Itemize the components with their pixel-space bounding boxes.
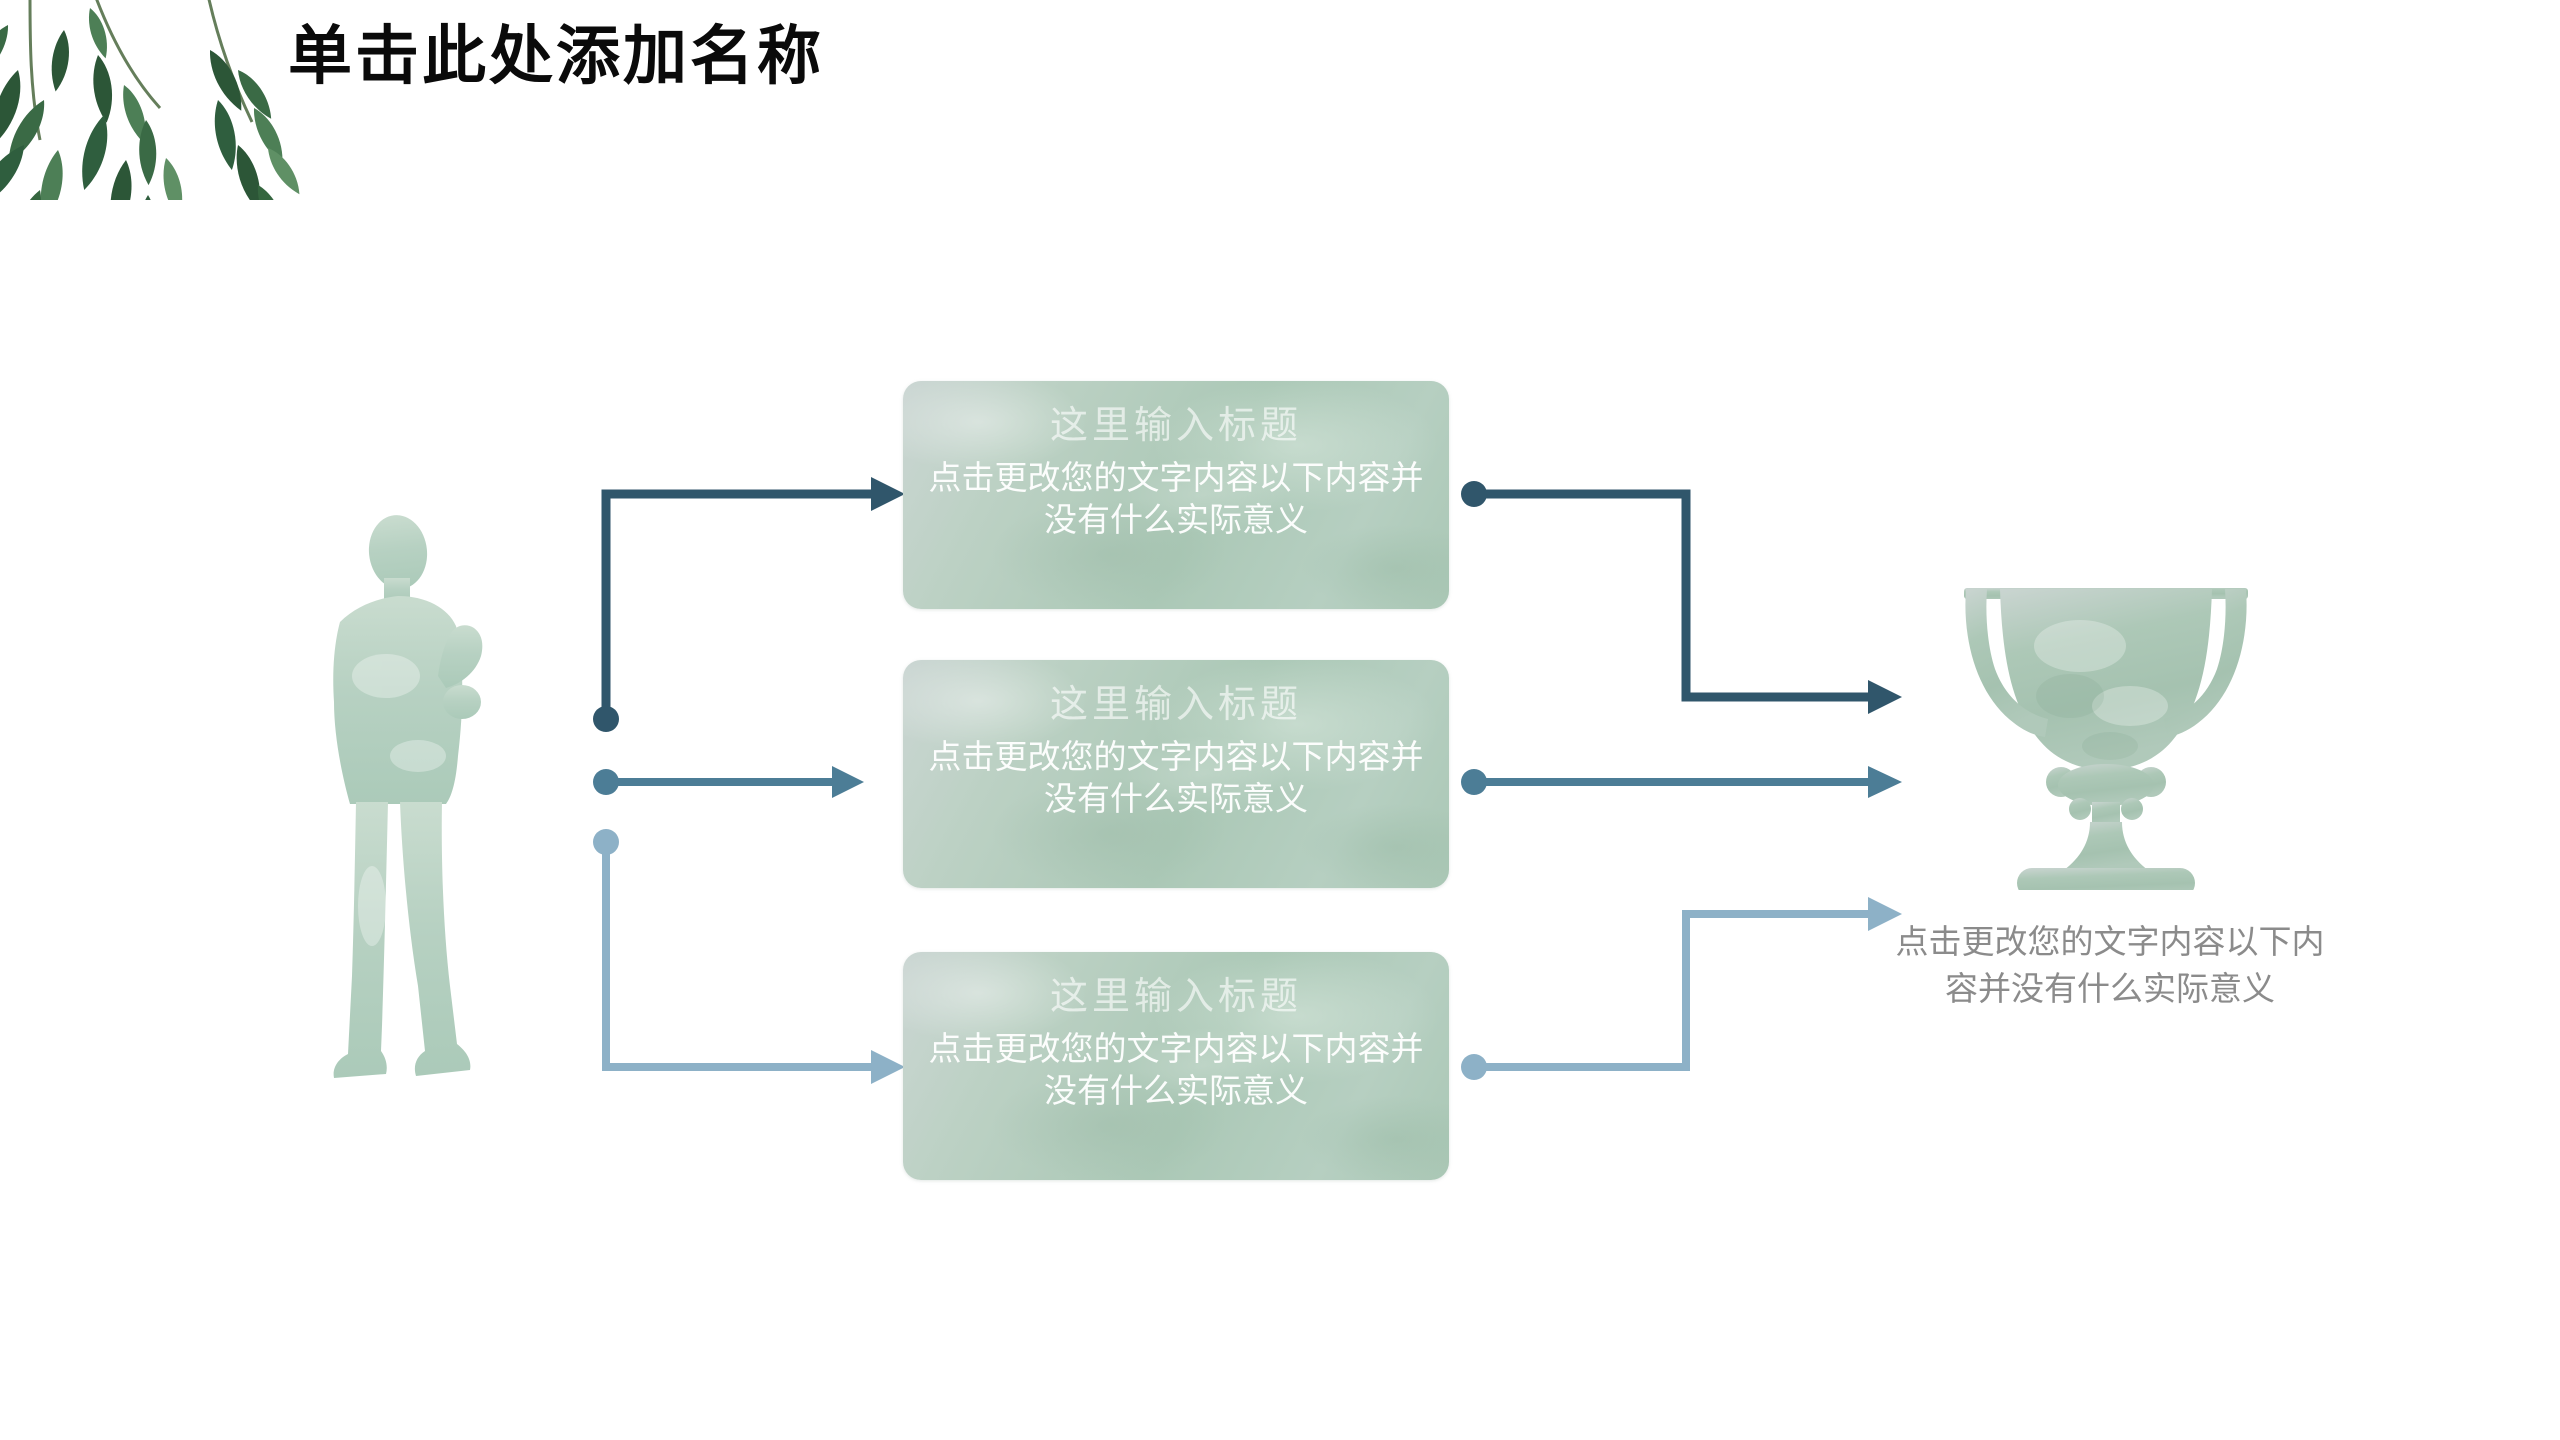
arrowhead-icon — [1868, 680, 1902, 714]
connector-dot — [593, 706, 619, 732]
info-box-2[interactable]: 这里输入标题 点击更改您的文字内容以下内容并 没有什么实际意义 — [903, 660, 1449, 888]
connector-left-3 — [593, 829, 905, 1084]
connector-dot — [593, 769, 619, 795]
connector-dot — [593, 829, 619, 855]
connector-right-2 — [1461, 766, 1902, 798]
box-body: 点击更改您的文字内容以下内容并 没有什么实际意义 — [928, 738, 1424, 817]
arrowhead-icon — [1868, 766, 1902, 798]
box-title: 这里输入标题 — [1049, 405, 1302, 447]
arrowhead-icon — [871, 1050, 905, 1084]
box-body: 点击更改您的文字内容以下内容并 没有什么实际意义 — [928, 1030, 1424, 1109]
arrowhead-icon — [871, 477, 905, 511]
info-box-1[interactable]: 这里输入标题 点击更改您的文字内容以下内容并 没有什么实际意义 — [903, 381, 1449, 609]
olive-branch-icon — [0, 0, 300, 200]
trophy-icon — [1964, 588, 2248, 890]
slide-title[interactable]: 单击此处添加名称 — [288, 20, 824, 92]
trophy-caption[interactable]: 点击更改您的文字内容以下内 容并没有什么实际意义 — [1895, 923, 2325, 1007]
info-box-3[interactable]: 这里输入标题 点击更改您的文字内容以下内容并 没有什么实际意义 — [903, 952, 1449, 1180]
connector-dot — [1461, 1054, 1487, 1080]
box-title: 这里输入标题 — [1049, 684, 1302, 726]
connector-dot — [1461, 769, 1487, 795]
connector-right-1 — [1461, 481, 1902, 714]
connector-left-2 — [593, 766, 864, 798]
connector-right-3 — [1461, 897, 1902, 1080]
businessman-silhouette-icon — [333, 515, 483, 1078]
connector-left-1 — [593, 477, 905, 732]
leaf-cluster — [0, 5, 300, 200]
connector-dot — [1461, 481, 1487, 507]
box-body: 点击更改您的文字内容以下内容并 没有什么实际意义 — [928, 459, 1424, 538]
box-title: 这里输入标题 — [1049, 976, 1302, 1018]
arrowhead-icon — [832, 766, 864, 798]
